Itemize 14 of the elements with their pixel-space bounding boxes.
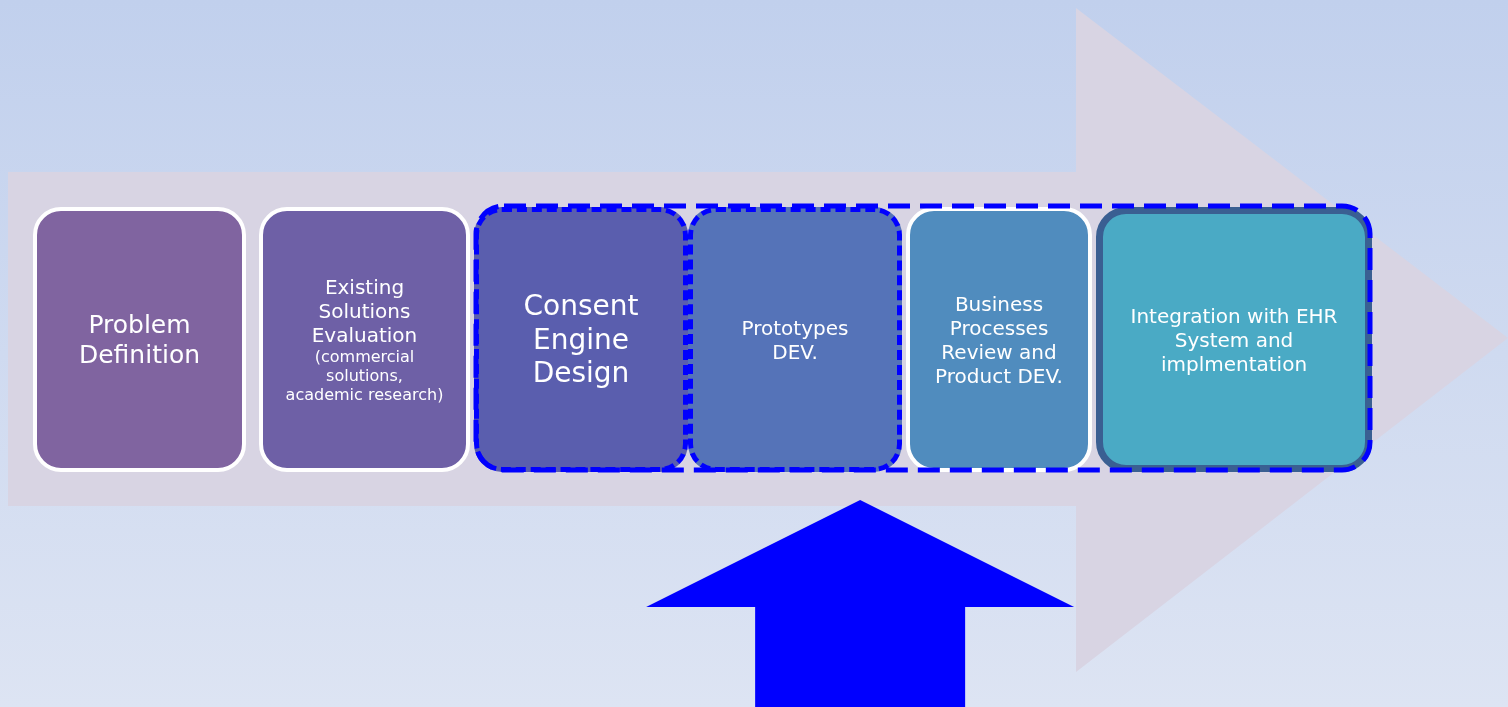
process-step-box [1096,207,1372,472]
step-note: (commercial solutions, academic research) [285,346,444,405]
step-label: Business Processes Review and Product DEV. [934,291,1064,388]
process-step-box [259,207,470,472]
step-label: Existing Solutions Evaluation [310,274,419,347]
process-step-box [688,207,902,472]
process-step-box [33,207,246,472]
step-label: Consent Engine Design [522,289,640,390]
step-label: Problem Definition [77,309,202,370]
process-step-box [906,207,1092,472]
process-step-box [474,207,688,472]
block-arrow [646,500,1075,707]
step-label: Integration with EHR System and implmentation [1129,303,1339,376]
step-label: Prototypes DEV. [740,315,850,364]
